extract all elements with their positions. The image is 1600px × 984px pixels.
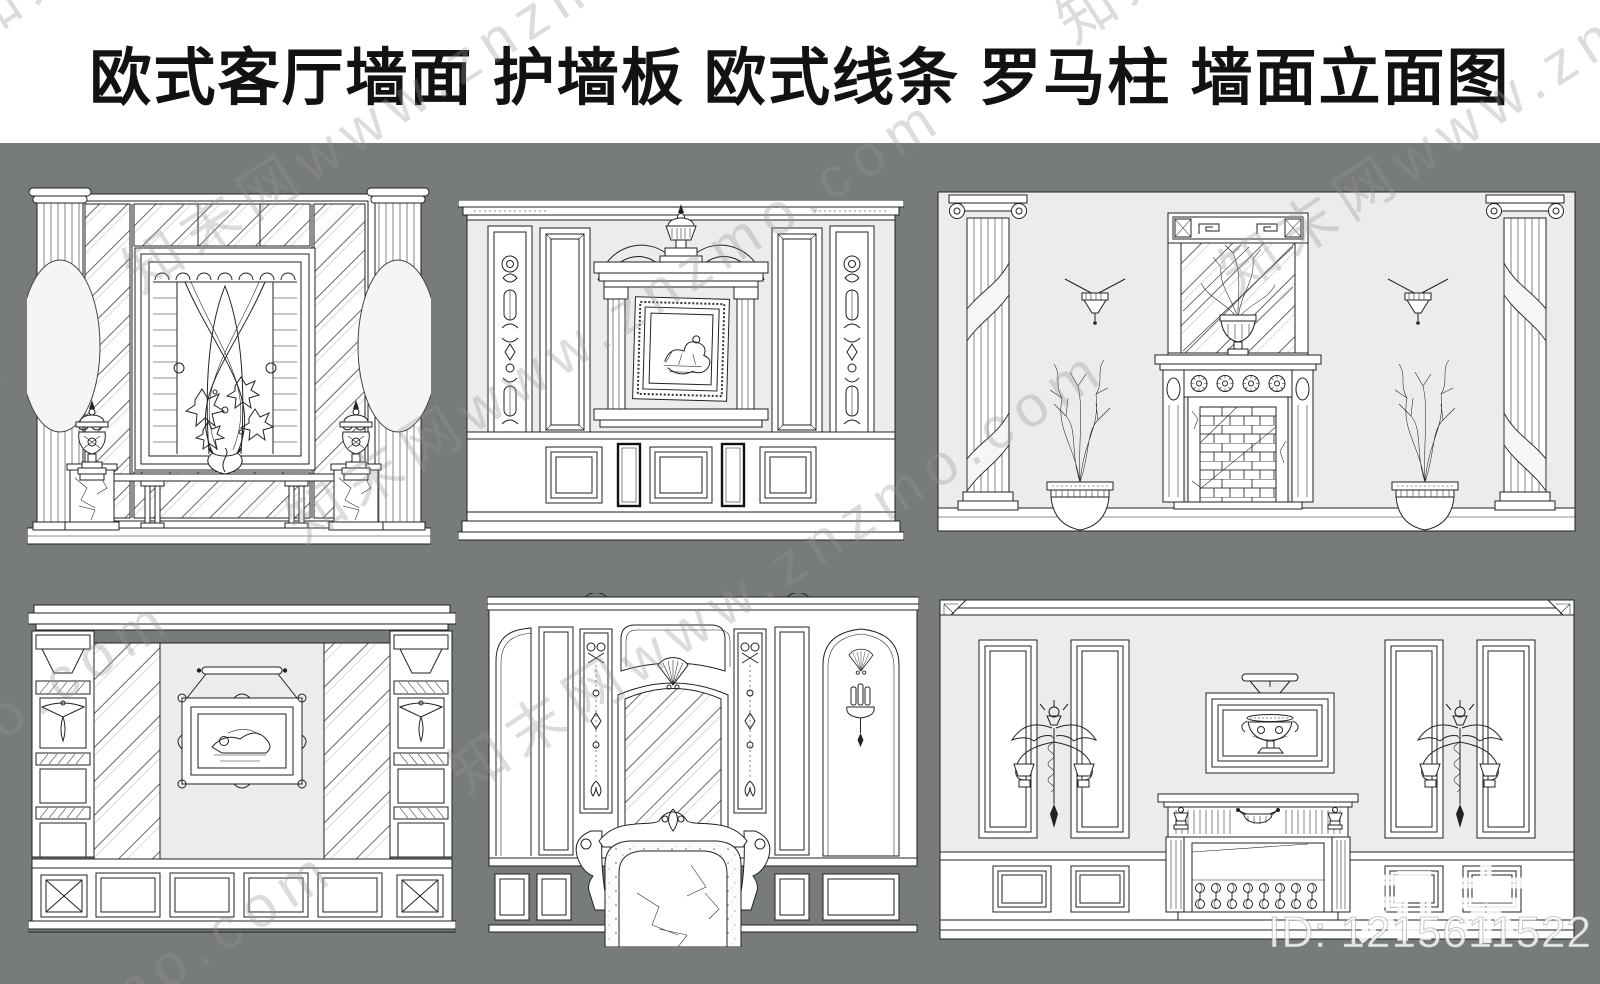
left-pier [31,630,95,858]
stained-glass-centre [134,247,316,471]
aedicule-base [593,408,769,428]
wainscot [28,858,456,933]
flower-vase [184,376,275,475]
elevation-panel-3 [937,191,1576,532]
left-carved-strip [579,628,613,814]
right-narrow-panel [774,626,810,856]
left-tall-panel [539,227,591,437]
asset-id: ID: 1215611522 [1268,908,1592,958]
fireplace [1154,354,1322,510]
left-arched-panel [495,627,532,856]
drawing-mirror-wall-columns [27,187,431,545]
watermark-text: 知末网www.znzmo.com [0,332,22,807]
candle-sconce [846,683,875,747]
title-bar: 欧式客厅墙面 护墙板 欧式线条 罗马柱 墙面立面图 [0,0,1600,143]
framed-centaur-artwork [632,296,730,402]
cornice [487,593,919,611]
drawing-fireplace-columns [937,191,1576,532]
right-tall-panel [771,227,823,437]
left-mirror-panel [93,642,161,860]
cornice [28,604,456,631]
elevation-panel-2 [458,200,904,546]
wainscot [458,431,904,541]
right-mirror-panel [323,642,391,860]
drawing-arched-mirror-fireplace [487,593,919,947]
floor-band [937,507,1576,532]
right-arched-panel [822,628,900,857]
elevation-panel-1 [27,186,431,558]
elevation-panel-6 [938,598,1576,947]
right-pier [389,630,453,858]
urn-picture [1205,673,1335,774]
drawing-pediment-wall [458,200,904,541]
drawing-mirror-tv-wall [28,604,456,933]
drawing-sconce-panel-wall [939,599,1575,940]
swag-fireplace [1157,793,1359,921]
elevation-panel-4 [28,603,456,935]
page-title: 欧式客厅墙面 护墙板 欧式线条 罗马柱 墙面立面图 [89,43,1511,113]
elevation-panel-5 [487,593,919,947]
mantel-urn-branches [1200,244,1276,356]
right-carved-strip [733,628,767,814]
znzmo-logo: 知末 [1355,861,1536,953]
hanging-picture-frame [177,666,307,789]
arched-mirror [617,657,729,850]
left-narrow-panel [538,626,574,856]
upper-panel [620,624,731,672]
rococo-marble-fireplace [575,808,771,947]
